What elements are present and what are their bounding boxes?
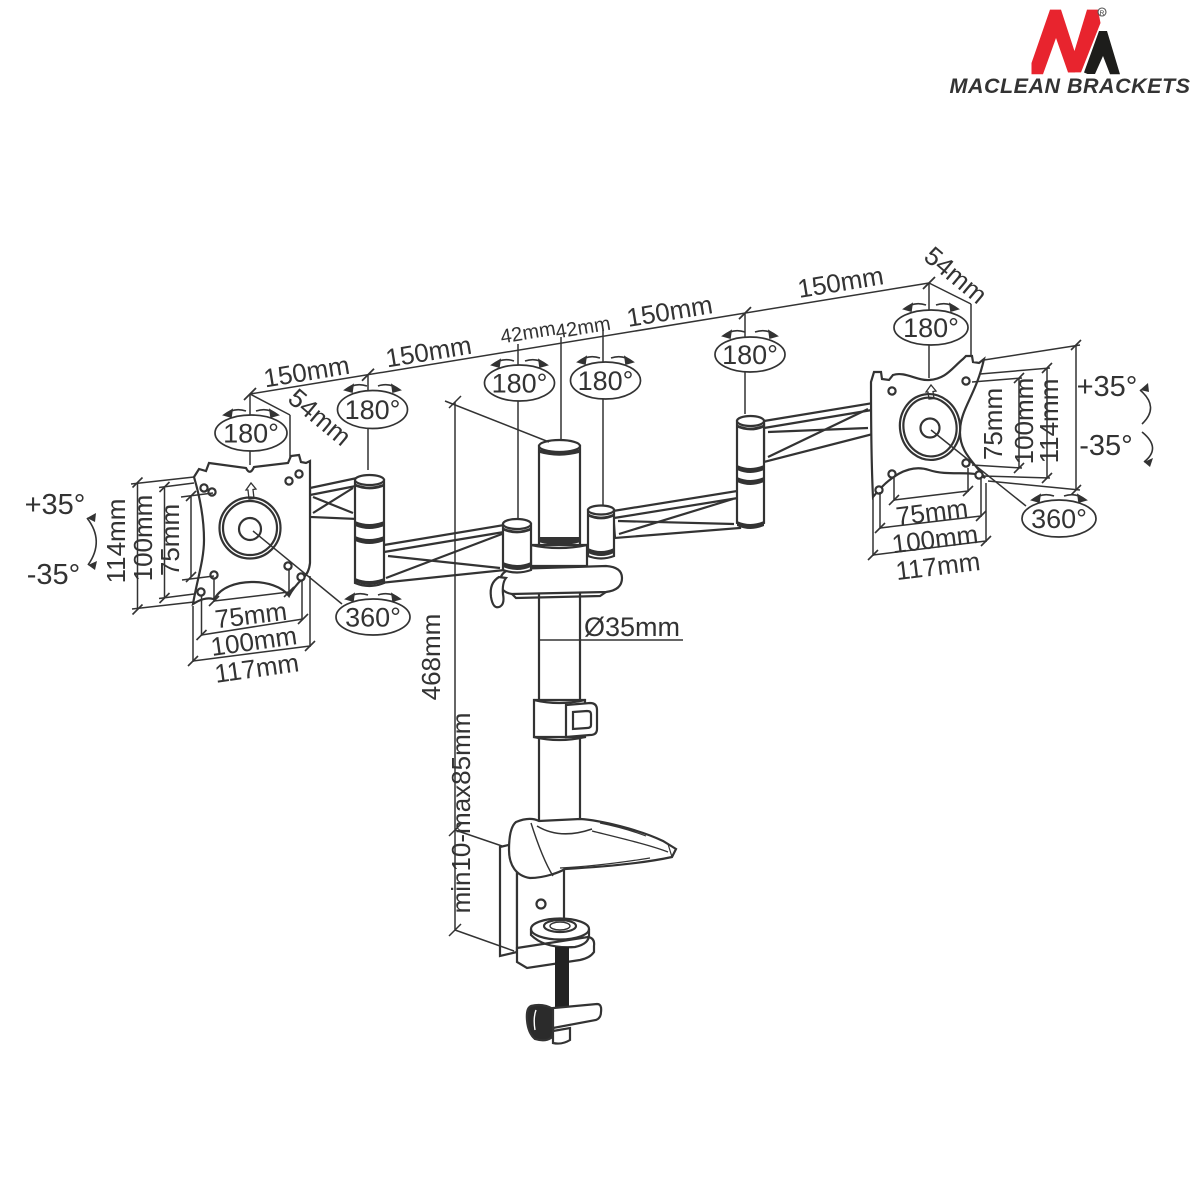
svg-text:-35°: -35°	[1079, 430, 1133, 462]
svg-text:114mm: 114mm	[1034, 379, 1064, 464]
svg-text:Ø35mm: Ø35mm	[584, 612, 680, 642]
svg-text:180°: 180°	[492, 369, 548, 399]
svg-text:180°: 180°	[722, 340, 778, 370]
svg-text:MACLEAN BRACKETS: MACLEAN BRACKETS	[950, 74, 1191, 98]
svg-text:100mm: 100mm	[1009, 378, 1039, 465]
svg-text:468mm: 468mm	[416, 614, 446, 701]
svg-text:360°: 360°	[1031, 504, 1087, 534]
svg-text:75mm: 75mm	[978, 388, 1008, 460]
svg-text:+35°: +35°	[25, 489, 86, 521]
svg-text:180°: 180°	[578, 366, 634, 396]
svg-text:R: R	[1100, 10, 1105, 17]
svg-text:150mm: 150mm	[624, 289, 714, 333]
svg-text:42mm: 42mm	[499, 318, 557, 349]
svg-text:180°: 180°	[345, 395, 401, 425]
svg-text:180°: 180°	[903, 313, 959, 343]
svg-text:100mm: 100mm	[128, 495, 158, 582]
svg-text:114mm: 114mm	[101, 499, 131, 584]
svg-text:180°: 180°	[223, 419, 279, 449]
svg-text:-35°: -35°	[27, 559, 81, 591]
svg-text:min10-max85mm: min10-max85mm	[446, 713, 476, 914]
svg-text:+35°: +35°	[1077, 371, 1138, 403]
svg-text:150mm: 150mm	[383, 330, 473, 374]
svg-text:75mm: 75mm	[155, 504, 185, 576]
svg-text:360°: 360°	[345, 603, 401, 633]
